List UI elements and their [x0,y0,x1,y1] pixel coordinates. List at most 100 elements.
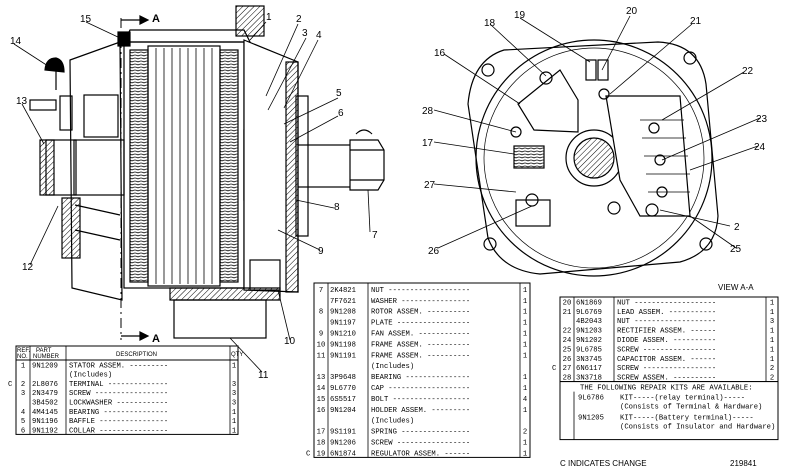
callout-10: 10 [284,336,296,347]
quantity: 1 [523,331,527,339]
description: BOLT ------------------ [371,396,470,404]
quantity: 3 [232,381,236,389]
description: SCREW ----------------- [371,440,470,448]
description: TERMINAL -------------- [69,381,168,389]
callout-23: 23 [756,114,768,125]
ref-no: 20 [563,299,572,307]
part-number: 9N1209 [32,362,58,370]
ref-no: 6 [21,427,25,435]
description: CAP ------------------- [371,385,470,393]
quantity: 1 [523,374,527,382]
description: STATOR ASSEM. --------- [69,362,168,370]
description: REGULATOR ASSEM. ------ [371,450,470,458]
right-callout-numbers: 2 16 17 18 19 20 21 22 23 24 25 26 27 28 [422,6,768,257]
description: (Includes) [371,363,414,371]
ref-no: 26 [563,356,572,364]
part-number: 6N1874 [330,450,356,458]
part-number: 2K4821 [330,287,356,295]
part-number: 9S1191 [330,429,356,437]
ref-no: 28 [563,375,572,383]
ref-no: 15 [317,396,326,404]
quantity: 1 [770,328,774,336]
description: DIODE ASSEM. ---------- [617,337,716,345]
callout-15: 15 [80,14,92,25]
change-mark: C [8,381,13,389]
part-number: 9N1208 [330,309,356,317]
quantity: 1 [232,427,236,435]
description: SCREW ----------------- [69,390,168,398]
part-number: 4B2043 [576,318,602,326]
ref-no: 9 [319,331,323,339]
kit-name: KIT-----(Battery terminal)----- [620,415,754,423]
description: (Includes) [69,372,112,380]
part-number: 9N1191 [330,352,356,360]
kit-name: KIT-----(relay terminal)----- [620,395,745,403]
callout-2: 2 [296,14,302,25]
callout-4: 4 [316,30,322,41]
description: ROTOR ASSEM. ---------- [371,309,470,317]
ref-no: 25 [563,346,572,354]
part-number: 2L8076 [32,381,58,389]
quantity: 1 [770,356,774,364]
part-number: 7F7621 [330,298,356,306]
callout-22: 22 [742,66,754,77]
callout-11: 11 [258,370,269,381]
kit-contents: (Consists of Insulator and Hardware) [620,424,775,432]
callout-18: 18 [484,18,496,29]
repair-kits: THE FOLLOWING REPAIR KITS ARE AVAILABLE:… [559,381,779,441]
part-number: 9N1202 [576,337,602,345]
part-number: 6N6117 [576,365,602,373]
change-mark: C [306,450,311,458]
quantity: 1 [770,337,774,345]
description: BEARING --------------- [371,374,470,382]
callout-24: 24 [754,142,766,153]
part-number: 9N1192 [32,427,58,435]
description: (Includes) [371,418,414,426]
callout-7: 7 [372,230,378,241]
description: SCREW ASSEM. ---------- [617,375,716,383]
description: LOCKWASHER ------------ [69,400,168,408]
header-ref-2: NO. [17,354,28,360]
part-number: 2N3479 [32,390,58,398]
part-number: 3B4502 [32,400,58,408]
header-part: PART [36,348,52,354]
quantity: 1 [523,450,527,458]
quantity: 1 [770,299,774,307]
ref-no: 1 [21,362,25,370]
callout-21: 21 [690,16,702,27]
callout-13: 13 [16,96,28,107]
description: COLLAR ---------------- [69,427,168,435]
callout-1: 1 [266,12,272,23]
kits-intro: THE FOLLOWING REPAIR KITS ARE AVAILABLE: [580,385,753,393]
ref-no: 11 [317,352,326,360]
section-mark-a-top: A [152,13,160,25]
header-ref: REF. [17,348,30,354]
ref-no: 7 [319,287,323,295]
header-part-2: NUMBER [33,354,60,360]
callout-6: 6 [338,108,344,119]
ref-no: 27 [563,365,572,373]
callout-3: 3 [302,28,308,39]
callout-25: 25 [730,244,742,255]
callout-28: 28 [422,106,434,117]
table-row: 6 9N1192 COLLAR ---------------- 1 [21,427,236,435]
